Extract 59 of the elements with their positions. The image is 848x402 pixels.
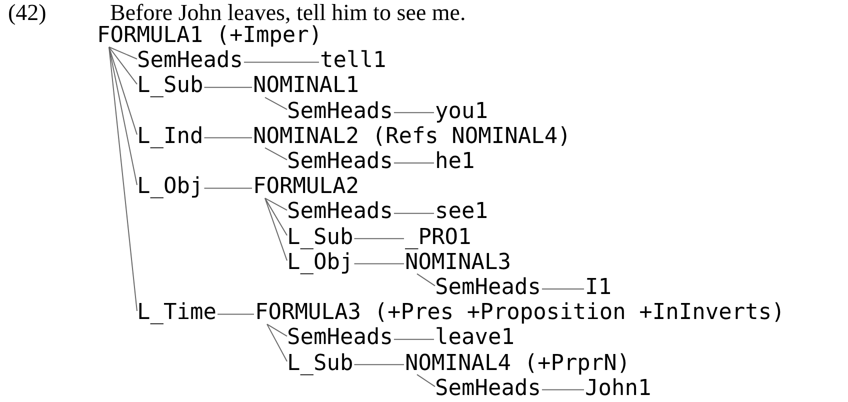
example-number: (42) — [8, 0, 46, 26]
tree-line — [264, 96, 288, 110]
tree-node-label: SemHeads — [287, 151, 393, 173]
tree-node-label: you1 — [435, 100, 488, 123]
tree-line — [264, 147, 288, 160]
tree-line — [204, 188, 252, 189]
tree-line — [354, 364, 404, 366]
tree-node-label: L_Sub — [287, 352, 354, 375]
tree-line — [354, 263, 404, 264]
tree-line — [216, 314, 254, 315]
tree-node-label: SemHeads — [137, 50, 243, 72]
tree-line — [416, 374, 436, 388]
tree-line — [108, 46, 138, 136]
tree-node-label: NOMINAL2 (Refs NOMINAL4) — [253, 126, 571, 148]
tree-line — [541, 389, 584, 390]
tree-node-label: _PRO1 — [405, 226, 472, 249]
tree-node-label: NOMINAL3 — [405, 252, 511, 274]
tree-node-label: L_Obj — [137, 176, 204, 198]
tree-node-label: leave1 — [435, 327, 514, 350]
tree-line — [108, 46, 138, 312]
tree-line — [204, 86, 252, 88]
tree-node-label: SemHeads — [435, 378, 541, 400]
tree-line — [393, 212, 434, 214]
tree-line — [266, 324, 288, 337]
tree-node-label: L_Sub — [287, 226, 354, 249]
tree-node-label: SemHeads — [287, 100, 393, 123]
tree-node-label: L_Ind — [137, 126, 204, 148]
tree-node-label: FORMULA1 (+Imper) — [97, 25, 322, 47]
tree-line — [354, 238, 404, 240]
tree-line — [108, 46, 138, 85]
tree-node-label: SemHeads — [435, 277, 541, 299]
tree-line — [108, 46, 138, 186]
tree-line — [264, 198, 288, 236]
tree-node-label: SemHeads — [287, 327, 393, 350]
tree-node-label: FORMULA3 (+Pres +Proposition +InInverts) — [255, 302, 785, 324]
tree-node-label: he1 — [435, 151, 475, 173]
tree-node-label: John1 — [585, 378, 652, 400]
tree-node-label: L_Time — [137, 302, 216, 324]
tree-line — [204, 137, 252, 138]
tree-node-label: NOMINAL1 — [253, 75, 359, 98]
tree-line — [393, 338, 434, 340]
tree-line — [243, 62, 320, 63]
tree-line — [264, 198, 288, 262]
tree-line — [108, 46, 138, 60]
tree-node-label: FORMULA2 — [253, 176, 359, 198]
tree-line — [416, 273, 436, 286]
tree-node-label: tell1 — [320, 50, 386, 72]
tree-line — [393, 162, 434, 164]
tree-line — [266, 324, 288, 362]
tree-line — [541, 288, 584, 290]
example-sentence: Before John leaves, tell him to see me. — [110, 0, 466, 25]
tree-node-label: SemHeads — [287, 201, 393, 224]
tree-line — [393, 112, 434, 114]
tree-line — [264, 198, 288, 211]
tree-node-label: L_Obj — [287, 252, 354, 274]
tree-node-label: see1 — [435, 201, 488, 224]
tree-node-label: L_Sub — [137, 75, 204, 98]
tree-node-label: NOMINAL4 (+PrprN) — [405, 352, 630, 375]
tree-node-label: I1 — [585, 277, 612, 299]
